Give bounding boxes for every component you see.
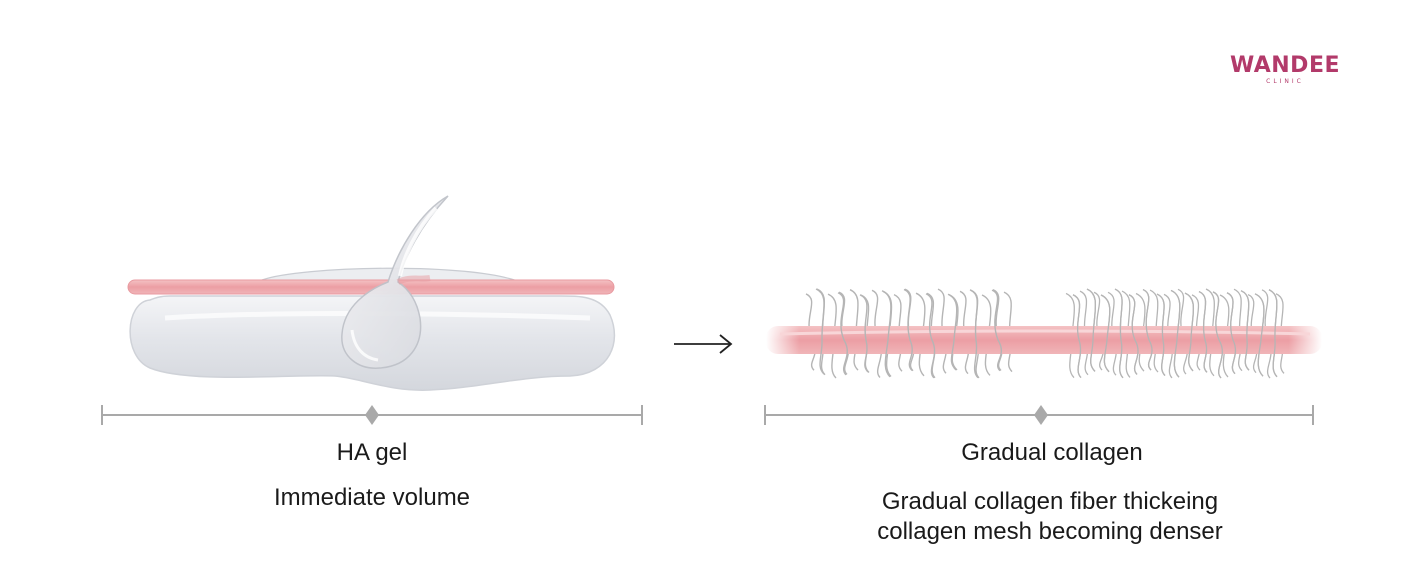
collagen-fiber (1254, 293, 1265, 377)
scale-diamond-right (1034, 405, 1048, 425)
scale-line-right (764, 405, 1314, 425)
collagen-fiber (815, 288, 825, 375)
collagen-fiber (837, 292, 848, 376)
collagen-fiber (1170, 289, 1181, 378)
ha-gel-title: HA gel (336, 439, 408, 466)
collagen-description-line-2: collagen mesh becoming denser (877, 518, 1223, 545)
arrow-right-icon (674, 334, 733, 354)
collagen-description-line-1: Gradual collagen fiber thickeing (881, 488, 1219, 515)
collagen-fiber (925, 293, 936, 379)
collagen-illustration (766, 288, 1322, 379)
collagen-description: Gradual collagen fiber thickeing collage… (790, 487, 1310, 547)
collagen-title: Gradual collagen (961, 439, 1143, 466)
collagen-fiber (1226, 292, 1237, 375)
collagen-fiber (947, 293, 958, 371)
collagen-fiber (1184, 292, 1195, 372)
collagen-fiber (1212, 291, 1223, 379)
collagen-fiber (969, 289, 979, 379)
collagen-fiber (1142, 288, 1153, 371)
collagen-fiber (1156, 293, 1166, 376)
ha-gel-illustration (127, 195, 616, 391)
scale-line-left (101, 405, 643, 425)
logo-sub: CLINIC (1266, 78, 1304, 85)
clinic-logo: WANDEE CLINIC (1200, 54, 1370, 86)
collagen-fiber (859, 294, 869, 373)
collagen-fibers-front (815, 288, 1278, 379)
collagen-fiber (1072, 294, 1082, 379)
collagen-fiber (1100, 294, 1111, 373)
collagen-fiber (991, 289, 1003, 372)
collagen-fiber (1240, 290, 1250, 371)
collagen-fiber (1114, 288, 1124, 379)
scale-diamond-left (365, 405, 379, 425)
collagen-fiber (1128, 294, 1139, 375)
logo-name: WANDEE (1229, 53, 1341, 78)
collagen-fiber (1198, 290, 1208, 373)
collagen-fiber (903, 288, 913, 371)
collagen-fiber (881, 290, 892, 378)
collagen-fiber (1086, 288, 1097, 372)
collagen-fiber (1268, 289, 1278, 378)
ha-gel-description: Immediate volume (273, 484, 471, 511)
